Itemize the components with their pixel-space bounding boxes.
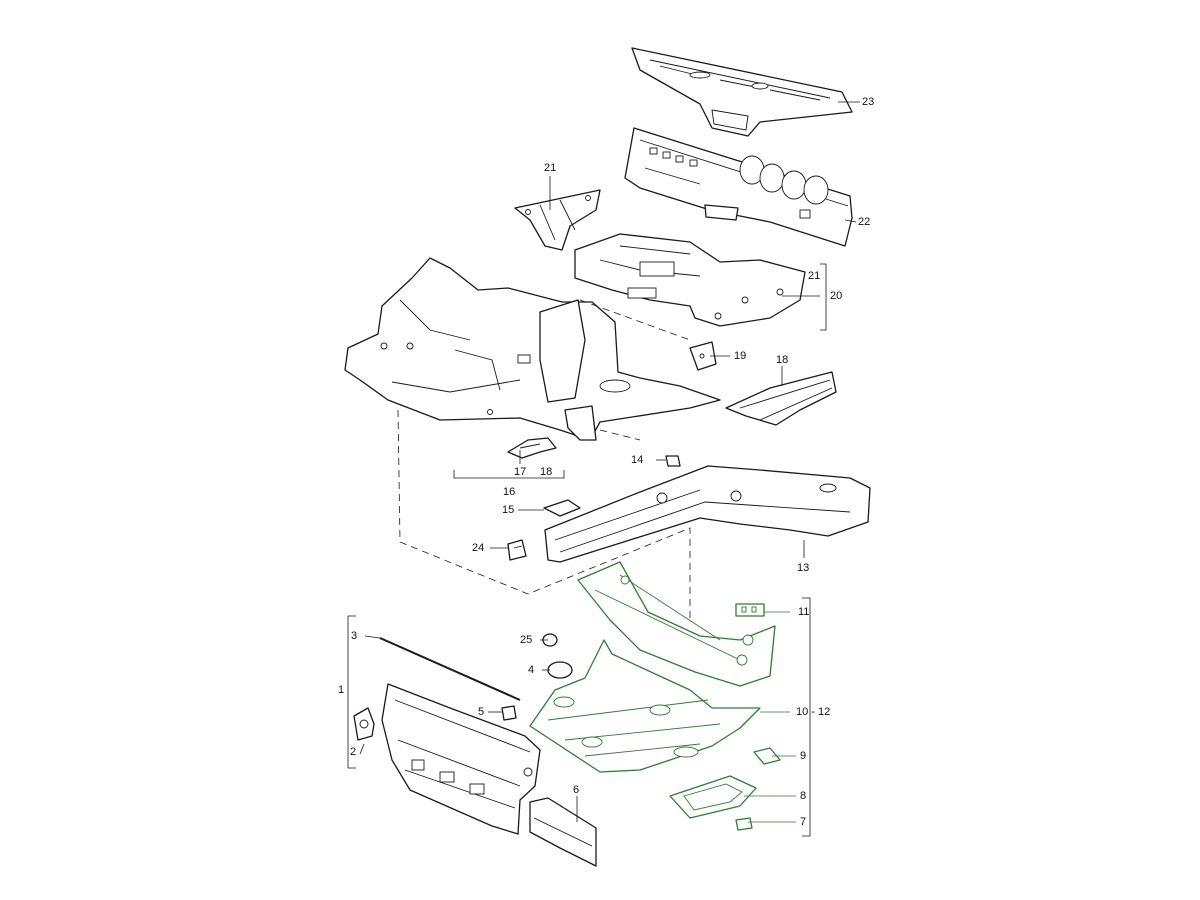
callout-14: 14 [631,454,644,466]
dashed-assembly-line [599,429,641,441]
bracket-group-16 [453,470,565,479]
part-20-front-bulkhead [574,233,806,327]
part-19-bracket [689,341,717,371]
part-2-mount [353,707,375,741]
callout-16: 16 [503,486,516,498]
part-11-bracket [735,603,765,617]
bracket-group-1 [347,615,356,769]
callout-8: 8 [800,790,807,802]
callout-15: 15 [502,504,515,516]
callout-18-lower: 18 [540,466,553,478]
callout-25: 25 [520,634,533,646]
callout-6: 6 [573,784,580,796]
callout-11: 11 [798,606,810,618]
part-21-bracket [514,189,601,251]
part-15-bracket [543,499,581,517]
part-18-rocker-piece [725,371,837,426]
part-23-rear-shelf [631,47,853,137]
part-6-lower-panel [529,797,597,867]
callout-9: 9 [800,750,807,762]
dashed-assembly-line [579,299,691,341]
callout-21-lower: 21 [808,270,821,282]
callout-7: 7 [800,816,807,828]
callout-23: 23 [862,96,875,108]
part-7-clip [735,817,753,831]
part-9-clip [753,747,781,765]
callout-24: 24 [472,542,485,554]
callout-2: 2 [350,746,357,758]
callout-18-right: 18 [776,354,789,366]
part-3-seal-strip [379,637,521,701]
dashed-assembly-line [397,409,691,620]
callout-4: 4 [528,664,535,676]
part-14-clip [665,455,681,467]
callout-3: 3 [351,630,358,642]
callout-13: 13 [797,562,810,574]
part-22-dashboard [624,127,853,247]
bracket-group-20 [820,263,827,331]
callout-21-upper: 21 [544,162,557,174]
part-5-clip [501,705,517,721]
callout-20: 20 [830,290,843,302]
floor-pan-assembly [344,257,721,441]
part-8-frame [669,775,757,819]
callout-5: 5 [478,706,485,718]
part-13-sill [544,465,871,563]
callout-19: 19 [734,350,747,362]
leader-lines [359,101,860,823]
part-24-bracket [507,539,527,561]
part-1-front-panel [381,683,541,835]
part-17-bracket [507,437,557,459]
part-10-12-floor-highlight [529,561,776,773]
callout-1: 1 [338,684,345,696]
part-4-plug [547,661,573,679]
callout-10-12: 10 - 12 [796,706,831,718]
bracket-group-12 [802,597,811,837]
callout-22: 22 [858,216,871,228]
callout-17: 17 [514,466,527,478]
